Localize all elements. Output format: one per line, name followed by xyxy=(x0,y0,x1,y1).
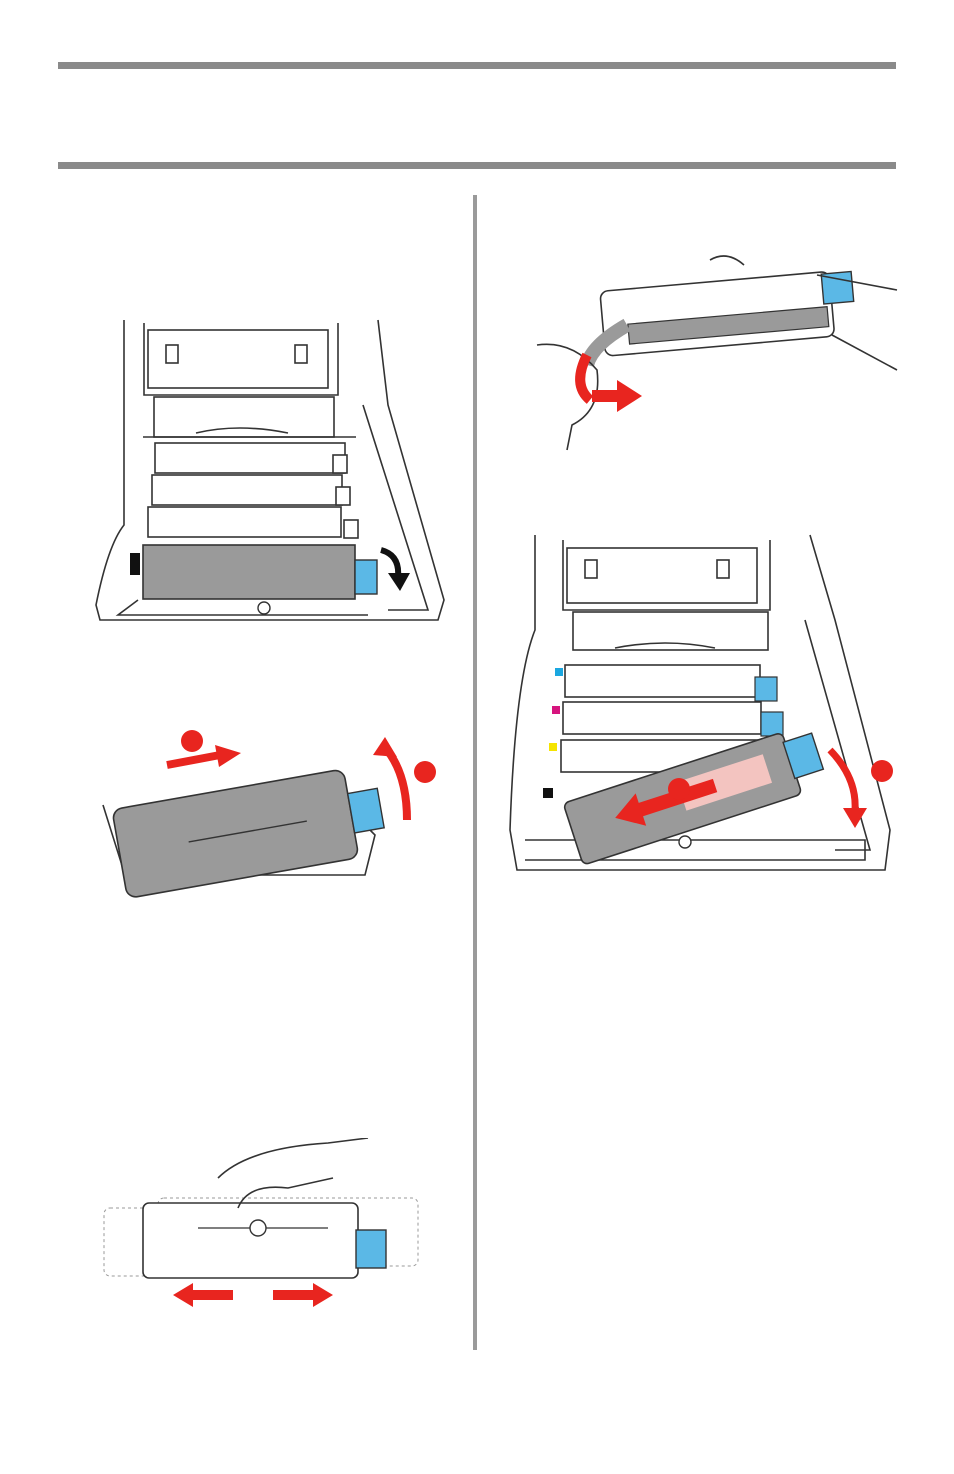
step-marker-1 xyxy=(181,730,203,752)
step-marker-a xyxy=(668,778,690,800)
drum-insert-illustration xyxy=(505,530,895,875)
drum-lift-arrows-illustration xyxy=(95,725,445,905)
step-marker-b xyxy=(871,760,893,782)
fig-lift-drum-cartridge xyxy=(95,725,445,905)
fig-peel-protective-tape xyxy=(532,250,902,455)
fig-insert-drum-into-printer xyxy=(505,530,895,875)
fig-open-printer-remove-drum xyxy=(88,315,452,635)
toner-shake-illustration xyxy=(98,1138,438,1313)
header-rule-top xyxy=(58,62,896,69)
printer-open-drum-release-illustration xyxy=(88,315,452,635)
column-divider xyxy=(473,195,477,1350)
tape-peel-illustration xyxy=(532,250,902,455)
step-marker-2 xyxy=(414,761,436,783)
header-rule-bottom xyxy=(58,162,896,169)
fig-shake-toner-cartridge xyxy=(98,1138,438,1313)
